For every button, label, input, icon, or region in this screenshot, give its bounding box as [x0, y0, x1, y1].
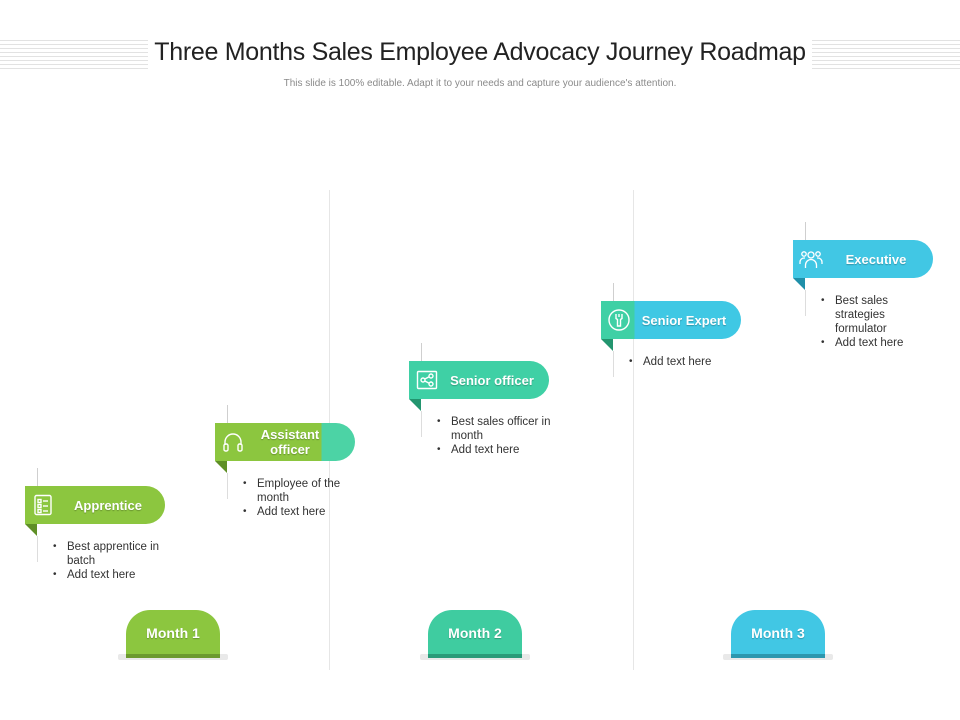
- team-icon: [799, 251, 823, 268]
- bullet-item: Add text here: [629, 355, 744, 369]
- month-shadow: [731, 654, 825, 658]
- bullet-item: Best sales strategies formulator: [821, 294, 936, 336]
- bullet-guide: [613, 351, 614, 377]
- milestone-pill: Apprentice: [25, 486, 165, 524]
- milestone-pill: Executive: [793, 240, 933, 278]
- share-icon: [416, 370, 438, 390]
- milestone-fold: [601, 339, 613, 351]
- title-bar: Three Months Sales Employee Advocacy Jou…: [0, 30, 960, 80]
- milestone-pill: Senior officer: [409, 361, 549, 399]
- milestone-fold: [25, 524, 37, 536]
- milestone-bullets: Employee of the month Add text here: [243, 477, 358, 519]
- bullet-item: Add text here: [53, 568, 168, 582]
- milestone-title: Senior officer: [450, 372, 534, 388]
- month-tab-1: Month 1: [118, 610, 228, 670]
- month-label: Month 1: [126, 610, 220, 656]
- bullet-item: Employee of the month: [243, 477, 358, 505]
- milestone-title: Apprentice: [74, 497, 142, 513]
- milestone-fold: [215, 461, 227, 473]
- milestone-pill: Senior Expert: [601, 301, 741, 339]
- month-label: Month 2: [428, 610, 522, 656]
- milestone-title: Senior Expert: [641, 312, 727, 328]
- month-tab-2: Month 2: [420, 610, 530, 670]
- milestone-bullets: Best sales strategies formulator Add tex…: [821, 294, 936, 350]
- bullet-guide: [805, 290, 806, 316]
- bullet-item: Add text here: [437, 443, 552, 457]
- page-subtitle: This slide is 100% editable. Adapt it to…: [283, 78, 677, 89]
- milestone-title: Executive: [845, 251, 907, 267]
- bullet-guide: [421, 411, 422, 437]
- month-tab-3: Month 3: [723, 610, 833, 670]
- milestone-tick: [805, 222, 806, 240]
- page-title: Three Months Sales Employee Advocacy Jou…: [154, 38, 806, 66]
- milestone-bullets: Best sales officer in month Add text her…: [437, 415, 552, 457]
- month-label: Month 3: [731, 610, 825, 656]
- title-stripes-left: [0, 40, 148, 70]
- checklist-icon: [34, 494, 52, 516]
- bullet-guide: [37, 536, 38, 562]
- bullet-item: Best sales officer in month: [437, 415, 552, 443]
- bullet-item: Add text here: [243, 505, 358, 519]
- headphones-icon: [223, 433, 243, 452]
- milestone-tick: [421, 343, 422, 361]
- milestone-tick: [227, 405, 228, 423]
- milestone-title: Assistant officer: [260, 427, 320, 457]
- bullet-item: Add text here: [821, 336, 936, 350]
- milestone-tick: [37, 468, 38, 486]
- wrench-icon: [608, 309, 630, 331]
- milestone-bullets: Best apprentice in batch Add text here: [53, 540, 168, 582]
- title-stripes-right: [812, 40, 960, 70]
- milestone-tick: [613, 283, 614, 301]
- milestone-bullets: Add text here: [629, 355, 744, 369]
- month-shadow: [126, 654, 220, 658]
- bullet-guide: [227, 473, 228, 499]
- milestone-fold: [409, 399, 421, 411]
- milestone-pill: Assistant officer: [215, 423, 355, 461]
- bullet-item: Best apprentice in batch: [53, 540, 168, 568]
- month-shadow: [428, 654, 522, 658]
- column-divider-2: [633, 190, 634, 670]
- milestone-fold: [793, 278, 805, 290]
